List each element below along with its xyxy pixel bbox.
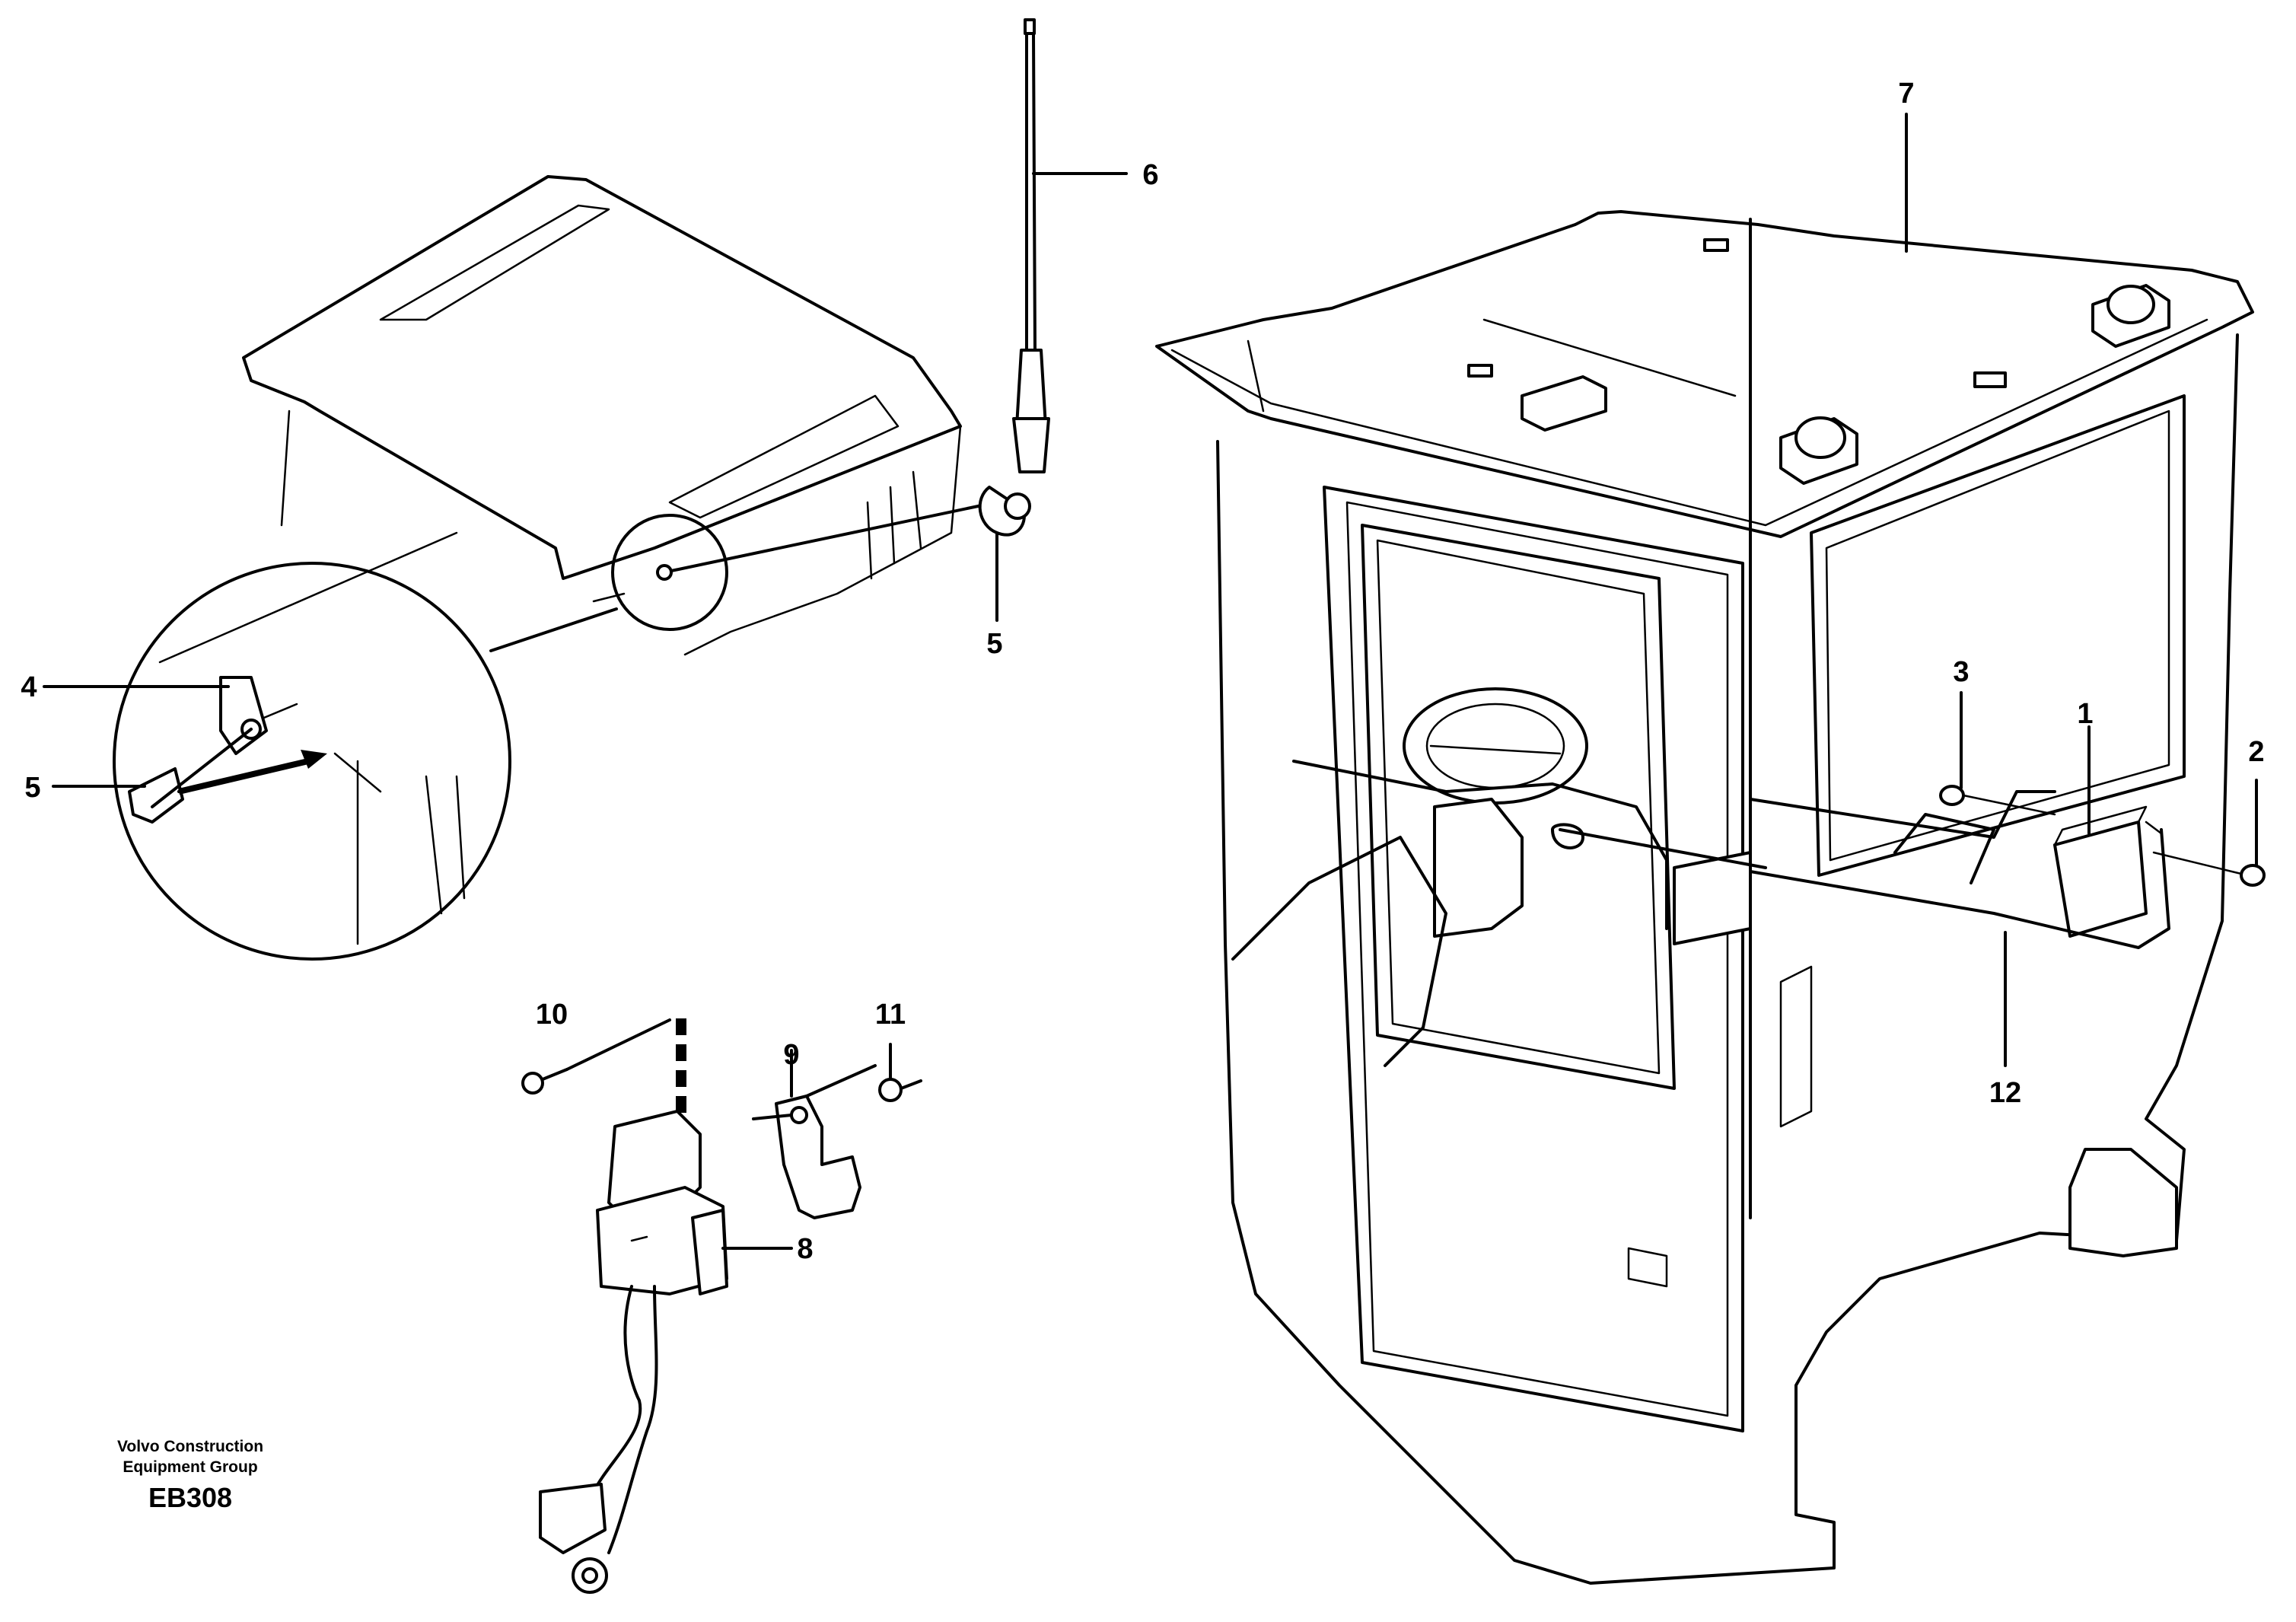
- callout-11: 11: [875, 999, 906, 1031]
- callout-10: 10: [536, 999, 568, 1031]
- caption-line-1: Volvo Construction: [117, 1438, 263, 1455]
- antenna-drawing: [978, 18, 1128, 622]
- callout-5-antenna-base: 5: [986, 628, 1002, 660]
- callout-9: 9: [783, 1039, 799, 1071]
- callout-5-detail: 5: [24, 772, 40, 804]
- detail-magnifier: [43, 531, 618, 961]
- caption-line-2: Equipment Group: [123, 1458, 257, 1476]
- cab-roof-drawing: [242, 175, 983, 656]
- cab-body-drawing: [1155, 113, 2266, 1585]
- diagram-code: EB308: [148, 1482, 232, 1513]
- callout-8: 8: [797, 1233, 813, 1265]
- publisher-caption: Volvo Construction Equipment Group EB308: [117, 1438, 263, 1513]
- callout-7: 7: [1898, 78, 1914, 110]
- callout-4: 4: [21, 671, 37, 703]
- callout-3: 3: [1953, 656, 1969, 688]
- callout-2: 2: [2248, 736, 2264, 768]
- callout-12: 12: [1989, 1077, 2021, 1109]
- relay-harness-drawing: [521, 1018, 922, 1594]
- callout-1: 1: [2077, 698, 2093, 730]
- callout-6: 6: [1142, 159, 1158, 191]
